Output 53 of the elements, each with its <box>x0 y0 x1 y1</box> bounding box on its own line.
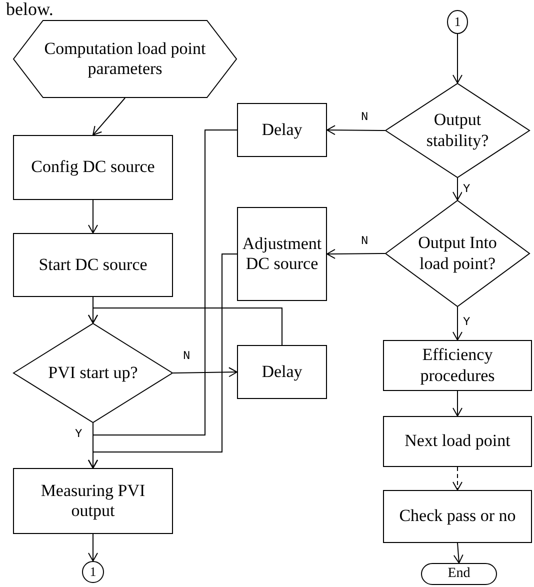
terminator <box>421 563 497 585</box>
node-label: 1 <box>90 564 96 580</box>
arrow <box>452 390 462 416</box>
node-label: Output Into load point? <box>417 233 498 274</box>
process-box <box>383 416 532 467</box>
process-box <box>13 135 173 200</box>
connector-circle <box>447 10 468 34</box>
arrow <box>88 308 282 346</box>
arrow <box>452 306 462 340</box>
decision-diamond <box>385 200 530 307</box>
arrow <box>88 254 238 468</box>
process-box <box>13 233 173 297</box>
arrow <box>88 200 98 234</box>
arrow <box>326 248 386 259</box>
arrow <box>452 34 462 84</box>
edge-label: N <box>360 111 370 123</box>
node-label: Efficiency procedures <box>419 345 496 386</box>
note-text: below. <box>6 0 54 20</box>
arrow <box>452 178 462 200</box>
arrow <box>326 125 386 136</box>
node-label: Config DC source <box>31 157 155 178</box>
node-label: End <box>448 566 470 582</box>
process-box <box>237 345 327 399</box>
edge-label: N <box>182 350 192 362</box>
connector-circle <box>82 561 104 583</box>
node-label: Computation load point parameters <box>43 38 207 80</box>
node-label: Adjustment DC source <box>242 234 322 274</box>
arrow <box>453 542 464 564</box>
edge-label: N <box>360 235 370 247</box>
process-box <box>13 468 173 534</box>
arrow <box>452 466 462 490</box>
decision-diamond <box>13 323 173 423</box>
node-label: Output stability? <box>425 110 490 151</box>
arrow <box>172 367 238 378</box>
process-box <box>383 340 532 391</box>
node-label: Delay <box>262 362 302 382</box>
node-label: Start DC source <box>38 254 148 276</box>
node-label: Measuring PVI output <box>40 480 146 522</box>
node-label: Check pass or no <box>399 506 516 527</box>
arrow <box>92 98 126 136</box>
process-box <box>237 103 327 157</box>
arrow <box>88 534 98 562</box>
edge-label: Y <box>462 316 472 328</box>
node-label: 1 <box>454 14 461 30</box>
node-label: PVI start up? <box>48 362 138 384</box>
process-box <box>383 490 532 543</box>
edge-label: Y <box>462 183 472 195</box>
node-label: Delay <box>262 120 302 140</box>
preparation-hexagon <box>13 20 237 98</box>
process-box <box>237 207 327 301</box>
decision-diamond <box>385 83 530 178</box>
node-label: Next load point <box>404 431 510 452</box>
edge-label: Y <box>74 428 84 440</box>
